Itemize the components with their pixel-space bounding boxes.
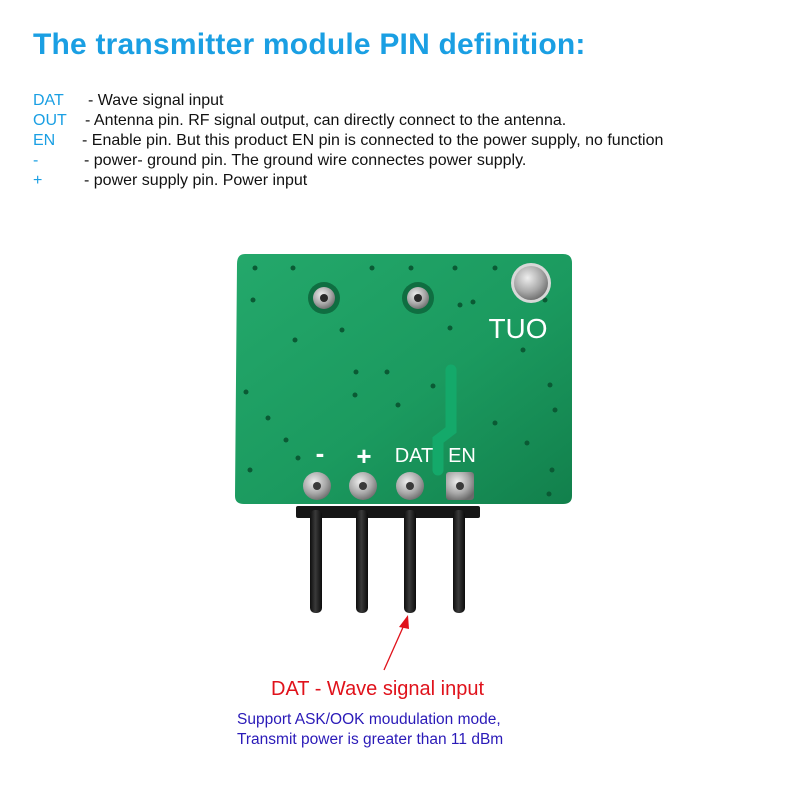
pin-name: EN xyxy=(33,132,56,149)
page-title: The transmitter module PIN definition: xyxy=(33,28,586,61)
pcb-board xyxy=(235,254,572,504)
callout-note-line1: Support ASK/OOK moudulation mode, xyxy=(237,711,501,728)
pin-description: - Wave signal input xyxy=(88,92,224,109)
pin-description: - Antenna pin. RF signal output, can dir… xyxy=(85,112,567,129)
silk-en-label: EN xyxy=(448,445,476,467)
antenna-pad xyxy=(511,263,551,303)
mounting-via xyxy=(402,282,434,314)
silk-plus-label: + xyxy=(356,441,371,471)
callout-arrow xyxy=(383,615,409,671)
silk-minus-label: - xyxy=(316,438,325,468)
pin-name: DAT xyxy=(33,92,64,109)
pin-name: OUT xyxy=(33,112,67,129)
silk-dat-label: DAT xyxy=(395,445,434,467)
callout-note-line2: Transmit power is greater than 11 dBm xyxy=(237,731,504,748)
pin-description: - Enable pin. But this product EN pin is… xyxy=(82,132,664,149)
pin-description: - power- ground pin. The ground wire con… xyxy=(84,152,527,169)
pin-name: - xyxy=(33,152,39,169)
mounting-via xyxy=(308,282,340,314)
header-pins xyxy=(296,506,480,613)
pin-name: + xyxy=(33,172,43,189)
solder-pads xyxy=(303,472,474,500)
callout-label: DAT - Wave signal input xyxy=(271,678,485,700)
silk-out-label: TUO xyxy=(488,313,547,344)
pin-description: - power supply pin. Power input xyxy=(84,172,308,189)
